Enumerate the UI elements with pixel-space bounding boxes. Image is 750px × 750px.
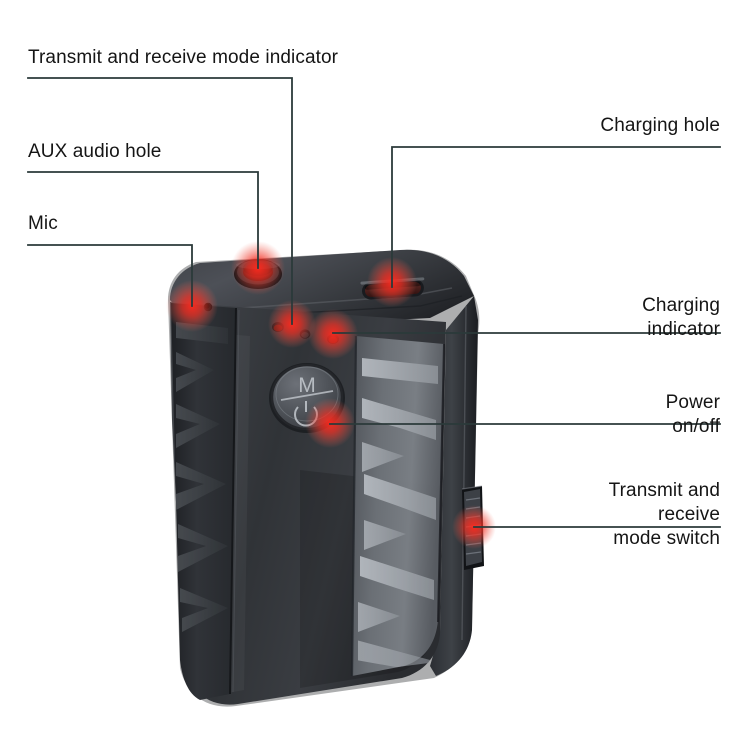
callout-label-aux-audio-hole: AUX audio hole [28, 141, 162, 162]
callout-label-power-on-off: Power on/off [665, 392, 720, 437]
callout-label-charging-hole: Charging hole [600, 115, 720, 136]
svg-text:M: M [298, 374, 316, 397]
callout-label-transmit-receive-mode-indicator: Transmit and receive mode indicator [28, 47, 339, 68]
leader-charging-hole [391, 146, 721, 288]
callout-label-transmit-receive-mode-switch: Transmit and receive mode switch [608, 480, 720, 549]
callout-label-mic: Mic [28, 213, 58, 234]
leader-mic [27, 244, 193, 307]
leader-aux-audio-hole [27, 171, 259, 269]
callout-label-charging-indicator: Charging indicator [642, 295, 720, 340]
leader-transmit-receive-mode-indicator [27, 77, 293, 325]
hotspot-glows [166, 241, 496, 549]
